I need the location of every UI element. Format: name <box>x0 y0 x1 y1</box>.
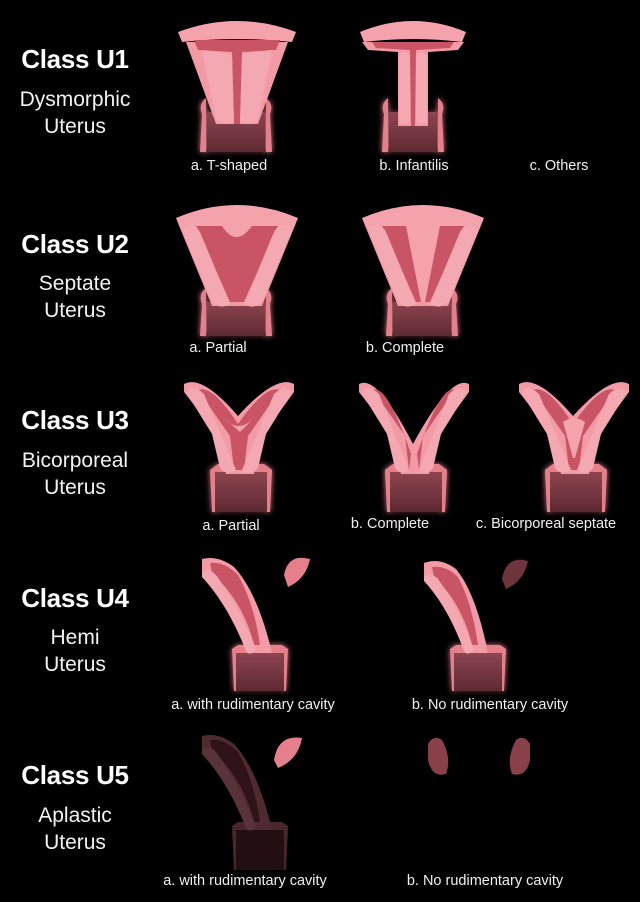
caption-u3a: a. Partial <box>202 518 260 534</box>
uterus-aplastic-with-rudimentary-illustration <box>202 735 302 870</box>
uterus-hemi-no-rudimentary-illustration <box>424 559 528 691</box>
uterus-bicorporeal-partial-illustration <box>184 382 294 512</box>
uterus-t-shaped-illustration <box>178 21 296 152</box>
caption-u4a: a. with rudimentary cavity <box>171 697 335 713</box>
uterus-bicorporeal-septate-illustration <box>519 382 629 512</box>
caption-u3b: b. Complete <box>350 516 430 532</box>
caption-u1b: b. Infantilis <box>379 158 449 174</box>
caption-u3c: c. Bicorporeal septate <box>475 516 617 532</box>
caption-u5b: b. No rudimentary cavity <box>406 873 564 889</box>
uterus-aplastic-no-rudimentary-illustration <box>428 737 530 775</box>
class-u5-subtitle-line1: Aplastic <box>38 804 112 827</box>
uterus-bicorporeal-complete-illustration <box>359 382 469 512</box>
class-u3-subtitle-line1: Bicorporeal <box>21 449 129 472</box>
class-u3-subtitle-line2: Uterus <box>44 476 106 499</box>
caption-u4b: b. No rudimentary cavity <box>411 697 569 713</box>
class-u5-subtitle-line2: Uterus <box>44 831 106 854</box>
class-u2-title: Class U2 <box>21 229 129 259</box>
class-u5-title: Class U5 <box>21 760 129 790</box>
caption-u5a: a. with rudimentary cavity <box>163 873 327 889</box>
class-u4-subtitle-line2: Uterus <box>44 653 106 676</box>
uterus-septate-complete-illustration <box>362 205 484 336</box>
class-u4-subtitle-line1: Hemi <box>50 626 100 649</box>
class-u1-subtitle-line1: Dysmorphic <box>19 88 131 111</box>
class-u3-title: Class U3 <box>21 405 129 435</box>
class-u1-title: Class U1 <box>21 44 129 74</box>
uterus-septate-partial-illustration <box>176 205 298 336</box>
caption-u2b: b. Complete <box>365 340 445 356</box>
class-u2-subtitle-line1: Septate <box>38 272 112 295</box>
uterus-hemi-with-rudimentary-illustration <box>202 557 310 691</box>
uterus-infantilis-illustration <box>360 21 466 152</box>
class-u2-subtitle-line2: Uterus <box>44 299 106 322</box>
caption-u1a: a. T-shaped <box>190 158 268 174</box>
class-u1-subtitle-line2: Uterus <box>44 115 106 138</box>
caption-u1c: c. Others <box>529 158 589 174</box>
class-u4-title: Class U4 <box>21 583 129 613</box>
caption-u2a: a. Partial <box>189 340 247 356</box>
